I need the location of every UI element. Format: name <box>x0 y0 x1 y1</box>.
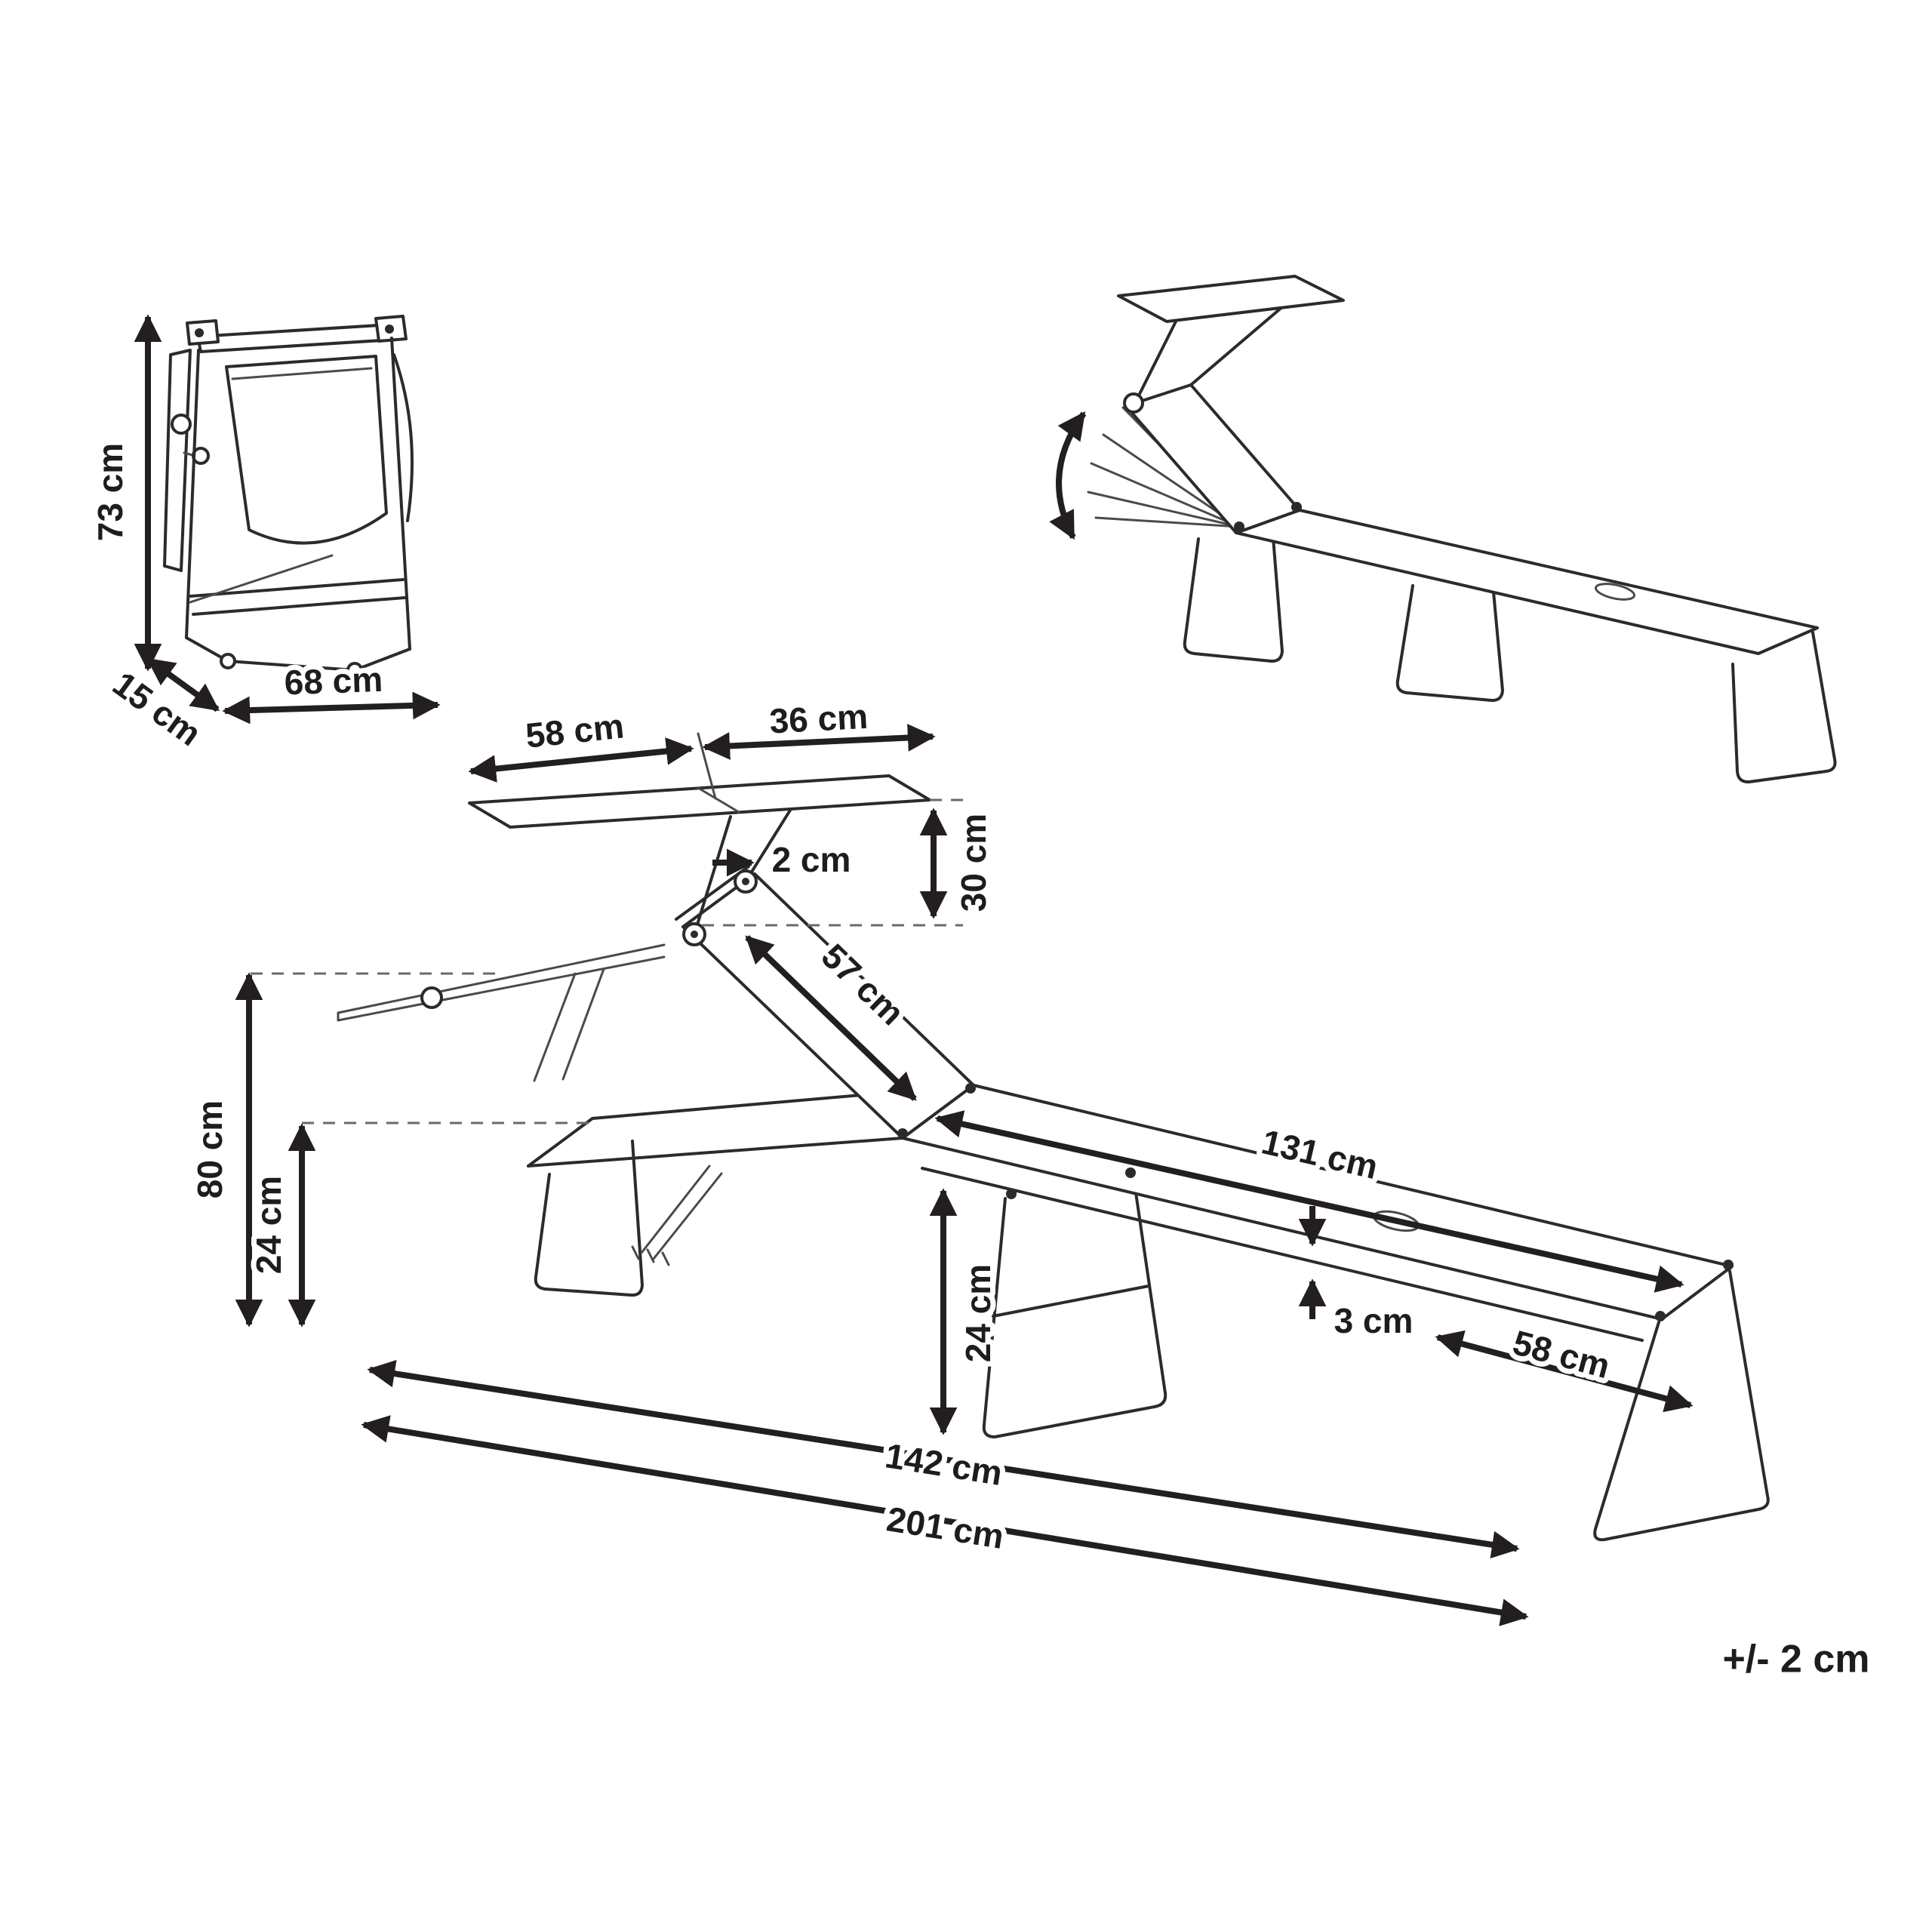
dim-label-seat-height: 24 cm <box>958 1264 998 1362</box>
recline-backrest <box>1124 383 1301 534</box>
folded-leg-bar-1 <box>189 578 405 598</box>
folded-brace <box>189 554 334 604</box>
backrest-support-bar <box>640 1164 711 1254</box>
ratchet-notch <box>631 1245 640 1260</box>
recline-canopy-strut <box>1134 317 1179 405</box>
dim-label-folded-depth: 15 cm <box>106 664 208 754</box>
dim-label-rear-height: 24 cm <box>249 1176 288 1274</box>
dim-arrow-canopy-rear <box>468 737 694 783</box>
dim-arrow-seat-length <box>934 1110 1684 1293</box>
middle-legs-crossbar <box>992 1284 1150 1318</box>
folded-foot <box>346 662 363 678</box>
ratchet-notch <box>646 1248 655 1263</box>
dim-label-total-length: 201 cm <box>884 1499 1006 1556</box>
folded-foot <box>220 653 236 669</box>
rivet <box>385 325 394 334</box>
recline-bed <box>1235 509 1819 655</box>
recline-rear-legs <box>1183 527 1284 663</box>
foot-legs <box>1593 1269 1770 1542</box>
rivet <box>1655 1311 1666 1321</box>
folded-fabric-seam <box>231 367 373 380</box>
dim-arrow-backrest-length <box>745 935 917 1101</box>
rivet <box>1125 1168 1136 1178</box>
dim-label-folded-width: 68 cm <box>284 660 383 703</box>
folded-leg-bar-2 <box>192 596 406 616</box>
folded-top-bar <box>196 323 395 353</box>
dim-label-canopy-clearance: 30 cm <box>954 814 993 912</box>
folded-left-rail <box>185 349 200 639</box>
folded-foot-bar <box>185 636 411 672</box>
canopy-seam <box>697 786 740 814</box>
dim-label-bed-width: 58 cm <box>1509 1322 1614 1386</box>
folded-fabric <box>225 355 388 545</box>
rear-legs <box>534 1140 644 1297</box>
folded-right-rail <box>390 337 411 651</box>
rivet <box>1723 1260 1734 1270</box>
dim-label-canopy-rear: 58 cm <box>524 706 626 755</box>
folded-canopy <box>163 349 192 572</box>
tolerance-note: +/- 2 cm <box>1722 1638 1869 1681</box>
recline-view-drawing <box>1049 275 1837 784</box>
reference-lines <box>251 798 963 1124</box>
folded-view-drawing <box>163 315 414 678</box>
rivet <box>1006 1189 1017 1199</box>
folded-pivot-knob <box>171 414 192 435</box>
recline-canopy <box>1117 275 1345 323</box>
dim-arrow-total-length <box>361 1415 1529 1626</box>
dim-label-max-height: 80 cm <box>190 1100 229 1198</box>
rivet <box>691 931 698 938</box>
canopy-surface <box>468 774 931 829</box>
rivet <box>965 1083 976 1094</box>
recline-canopy-strut <box>1189 305 1284 386</box>
rivet <box>742 878 749 885</box>
recline-foot-legs <box>1731 631 1837 784</box>
dim-label-canopy-front: 36 cm <box>768 697 869 741</box>
lowered-canopy-arm <box>337 943 666 1082</box>
recline-arc-arrow <box>1049 411 1087 540</box>
dim-tick-canopy-split <box>697 732 717 800</box>
dim-label-lying-length: 142 cm <box>882 1435 1004 1493</box>
dim-arrow-folded-width <box>222 691 441 724</box>
dim-arrow-folded-depth <box>146 657 220 712</box>
dim-label-frame-tube: 3 cm <box>1334 1301 1414 1340</box>
dim-arrow-bed-width <box>1435 1330 1694 1413</box>
middle-legs <box>982 1176 1168 1438</box>
main-view-dimensions: 58 cm 36 cm 2 cm 30 cm 57 cm 131 cm 80 c… <box>185 691 1694 1626</box>
dim-arrow-canopy-front <box>702 724 936 760</box>
ratchet-notch <box>661 1251 670 1266</box>
recline-canopy-knob <box>1123 392 1144 414</box>
rivet <box>897 1128 908 1139</box>
rivet <box>195 328 204 337</box>
main-view-drawing <box>337 774 1770 1542</box>
folded-right-tube <box>392 353 414 522</box>
dim-label-folded-height: 73 cm <box>91 443 130 541</box>
recline-middle-legs <box>1395 566 1504 703</box>
rivet <box>1291 502 1302 512</box>
canopy-strut-left <box>693 815 732 936</box>
recline-handle-cutout <box>1594 583 1636 601</box>
dim-label-strut-diameter: 2 cm <box>772 840 851 879</box>
backrest-support-bar <box>652 1172 723 1260</box>
rivet <box>1234 521 1244 532</box>
